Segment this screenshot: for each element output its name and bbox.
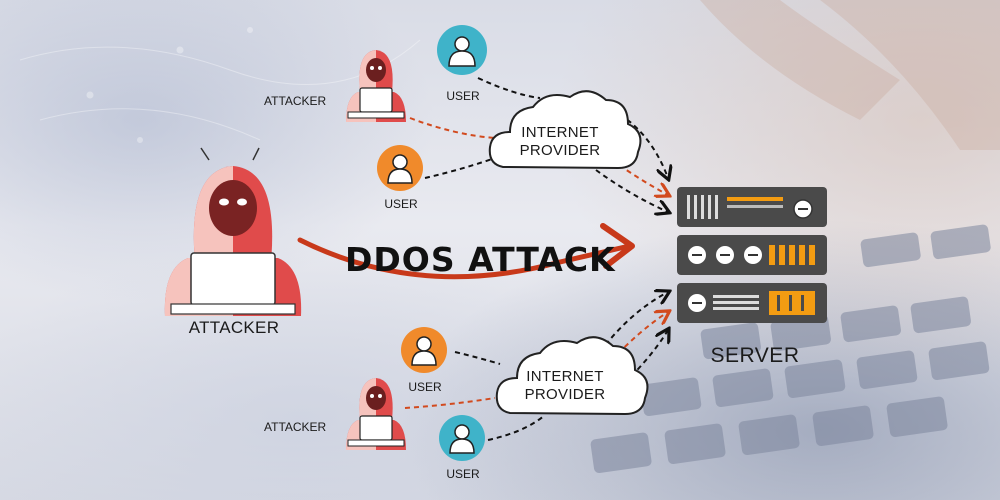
cloud-icon [495, 336, 649, 416]
user-icon [439, 415, 485, 461]
link-cloud-top-to-server-3 [595, 169, 668, 212]
link-user-mid-to-cloud [424, 157, 496, 179]
user-icon [401, 327, 447, 373]
user-label-3: USER [408, 380, 442, 394]
attacker-icon [346, 50, 406, 122]
attacker-label-top: ATTACKER [264, 94, 327, 108]
link-attacker-bottom-to-cloud [404, 397, 496, 409]
link-user-low-to-cloud [454, 351, 501, 365]
link-user-top-to-cloud [477, 77, 541, 99]
link-attacker-top-to-cloud [409, 117, 496, 139]
cloud-label-bottom-line1: INTERNET [526, 368, 604, 385]
arrow-head-icon [600, 223, 635, 269]
user-icon [437, 25, 487, 75]
cloud-label-bottom-line2: PROVIDER [524, 386, 606, 403]
link-user-bottom-to-cloud [487, 414, 546, 441]
main-attacker-icon [164, 147, 302, 316]
main-attacker-label: ATTACKER [188, 318, 280, 337]
cloud-icon [488, 90, 642, 170]
user-label-2: USER [384, 197, 418, 211]
attacker-label-bottom: ATTACKER [264, 420, 327, 434]
user-label-4: USER [446, 467, 480, 481]
diagram-title: DDOS ATTACK [345, 240, 616, 279]
cloud-label-top-line1: INTERNET [521, 124, 599, 141]
link-cloud-bottom-to-server-2 [611, 312, 668, 361]
cloud-label-top-line2: PROVIDER [519, 142, 601, 159]
user-icon [377, 145, 423, 191]
cloud-label-top: INTERNET PROVIDER [500, 124, 620, 160]
cloud-label-bottom: INTERNET PROVIDER [505, 368, 625, 404]
server-label: SERVER [710, 344, 800, 367]
attacker-icon [346, 378, 406, 450]
user-label-1: USER [446, 89, 480, 103]
main-attack-arrow-icon [297, 237, 628, 280]
